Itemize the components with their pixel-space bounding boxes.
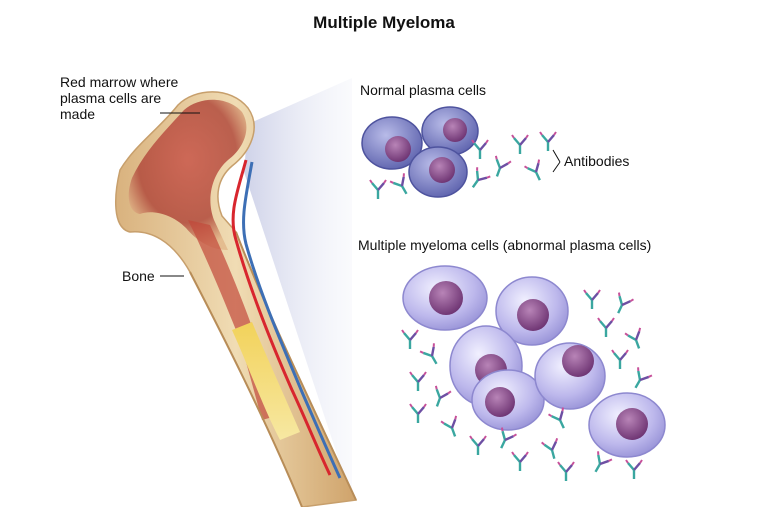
antibody [441,416,463,439]
red-marrow-label: Red marrow where plasma cells are made [60,74,190,122]
myeloma-cell [535,343,605,409]
normal-plasma-cells-label: Normal plasma cells [360,82,486,98]
antibody [472,140,488,159]
myeloma-cells [403,266,665,457]
normal-plasma-cells [362,107,478,197]
antibody [470,436,486,455]
antibodies-leader-line [553,150,560,172]
antibody [512,452,528,471]
antibody [525,160,548,184]
antibody [598,318,614,337]
myeloma-cell [472,370,544,430]
antibodies-label: Antibodies [564,153,629,169]
diagram-title: Multiple Myeloma [0,13,768,33]
normal-plasma-cell [409,147,467,197]
antibody [626,460,642,479]
antibody [540,132,556,151]
antibody [420,343,443,367]
myeloma-cell [589,393,665,457]
antibody [558,462,574,481]
antibody [494,428,517,452]
antibody [410,372,426,391]
antibody [402,330,418,349]
antibody [549,408,572,432]
antibody [625,328,647,351]
myeloma-cell [403,266,487,330]
antibody [512,135,528,154]
antibody [542,438,562,460]
antibody [629,367,652,391]
antibody [489,156,511,179]
antibody [466,167,490,192]
antibody [370,180,386,199]
antibody [410,404,426,423]
antibody [611,293,634,317]
myeloma-cells-label: Multiple myeloma cells (abnormal plasma … [358,237,651,253]
antibody [612,350,628,369]
antibody [584,290,600,309]
antibody [589,451,612,475]
bone-label: Bone [122,268,155,284]
antibody [429,386,451,409]
